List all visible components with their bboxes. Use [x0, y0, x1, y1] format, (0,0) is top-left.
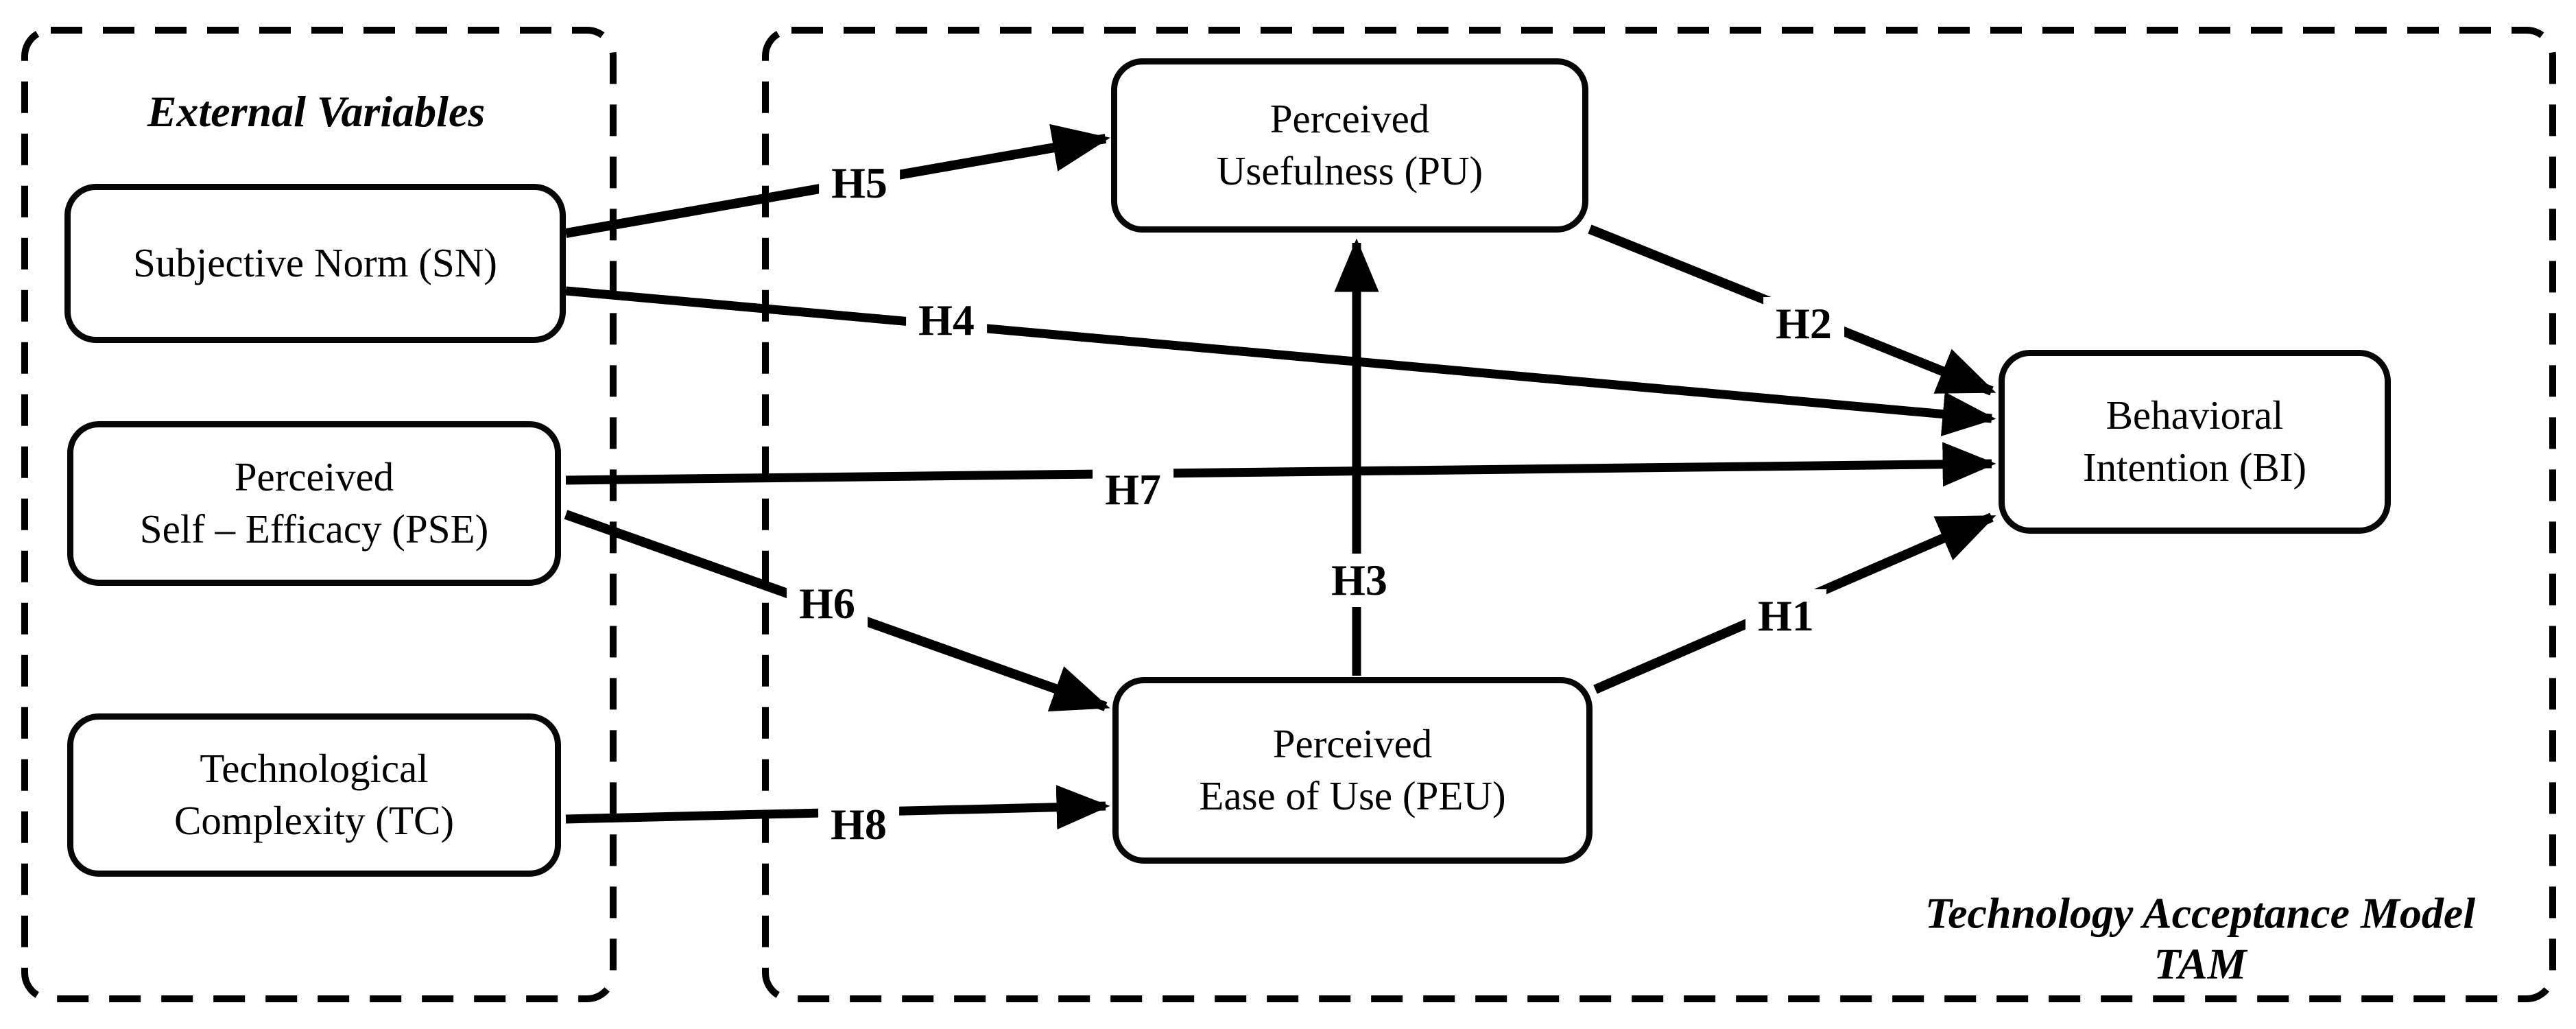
- tam-title: Technology Acceptance Model TAM: [1925, 888, 2475, 989]
- node-perceived-usefulness-line2: Usefulness (PU): [1216, 148, 1483, 193]
- node-behavioral-intention-line1: Behavioral: [2106, 392, 2284, 438]
- tam-title-line2: TAM: [2154, 939, 2247, 988]
- node-behavioral-intention-line2: Intention (BI): [2082, 445, 2307, 490]
- node-perceived-ease-of-use-line1: Perceived: [1272, 721, 1433, 767]
- arrow-h4: [565, 286, 1996, 436]
- node-perceived-self-efficacy-line1: Perceived: [234, 454, 394, 500]
- hypothesis-label-h6: H6: [787, 577, 868, 630]
- arrow-h7: [565, 442, 1996, 487]
- hypothesis-label-h4: H4: [906, 294, 987, 347]
- node-perceived-self-efficacy-line2: Self – Efficacy (PSE): [139, 506, 489, 552]
- hypothesis-label-h7: H7: [1093, 463, 1173, 517]
- tam-container: [762, 27, 2556, 1002]
- node-technological-complexity-line1: Technological: [200, 746, 429, 792]
- node-perceived-ease-of-use-line2: Ease of Use (PEU): [1199, 773, 1506, 818]
- node-behavioral-intention: Behavioral Intention (BI): [1999, 350, 2391, 534]
- node-subjective-norm: Subjective Norm (SN): [64, 184, 566, 343]
- external-variables-container: [21, 27, 617, 1002]
- hypothesis-label-h5: H5: [819, 156, 900, 210]
- node-technological-complexity: Technological Complexity (TC): [67, 713, 561, 877]
- node-perceived-usefulness-line1: Perceived: [1269, 96, 1430, 142]
- hypothesis-label-h3: H3: [1319, 554, 1400, 607]
- hypothesis-label-h2: H2: [1763, 297, 1844, 351]
- hypothesis-label-h8: H8: [818, 798, 899, 851]
- tam-title-line1: Technology Acceptance Model: [1924, 888, 2476, 938]
- node-perceived-usefulness: Perceived Usefulness (PU): [1111, 58, 1588, 233]
- external-variables-title: External Variables: [147, 87, 486, 137]
- node-perceived-ease-of-use: Perceived Ease of Use (PEU): [1112, 677, 1593, 864]
- hypothesis-label-h1: H1: [1745, 589, 1826, 643]
- node-subjective-norm-line1: Subjective Norm (SN): [133, 240, 497, 286]
- node-technological-complexity-line2: Complexity (TC): [174, 798, 455, 843]
- node-perceived-self-efficacy: Perceived Self – Efficacy (PSE): [67, 421, 561, 586]
